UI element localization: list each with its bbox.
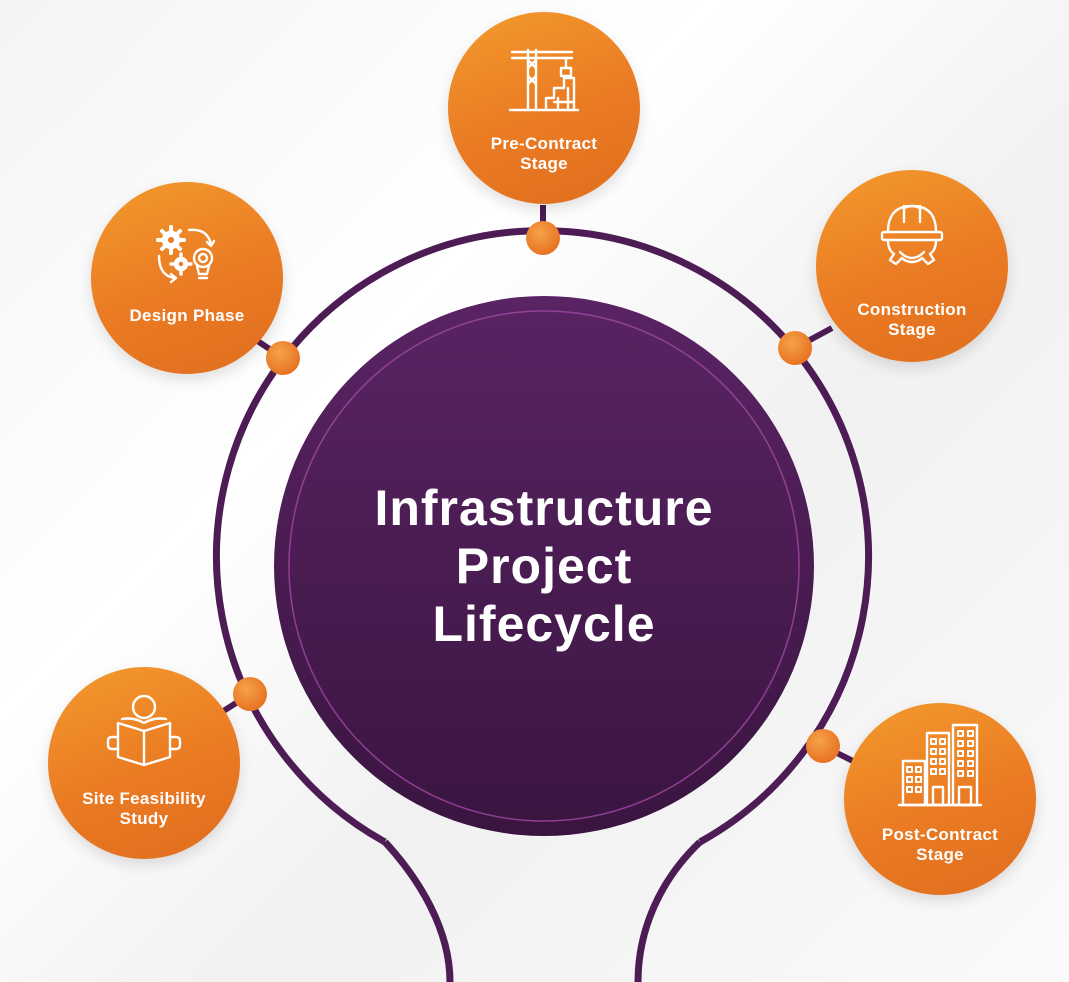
stage-node-construction: Construction Stage (816, 170, 1008, 362)
buildings-icon (897, 723, 983, 807)
reader-book-icon (106, 694, 182, 767)
stage-node-design: Design Phase (91, 182, 283, 374)
stage-node-site-feasibility: Site Feasibility Study (48, 667, 240, 859)
center-title-line-2: Project (455, 538, 633, 594)
center-title: Infrastructure Project Lifecycle (274, 296, 814, 836)
ring-right-leg (634, 839, 703, 982)
center-title-line-1: Infrastructure (374, 480, 714, 536)
stage-node-post-contract: Post-Contract Stage (844, 703, 1036, 895)
center-inner-ring (288, 310, 800, 822)
stage-label-post-contract-line-1: Post-Contract (881, 825, 999, 844)
hard-hat-gear-icon (880, 204, 944, 266)
center-circle (274, 296, 814, 836)
ring-dot-site-feasibility (233, 677, 267, 711)
stage-label-site-feasibility-line-2: Study (119, 809, 169, 828)
stage-label-post-contract-line-2: Stage (916, 845, 964, 864)
stage-label-construction-line-2: Stage (888, 320, 936, 339)
ring-dot-construction (778, 331, 812, 365)
center-title-line-3: Lifecycle (432, 596, 656, 652)
ring-dot-pre-contract (526, 221, 560, 255)
stage-label-pre-contract-line-2: Stage (520, 154, 568, 173)
gears-bulb-icon (156, 225, 216, 284)
stage-node-pre-contract: Pre-Contract Stage (448, 12, 640, 204)
stage-label-design: Design Phase (129, 306, 245, 325)
ring-dot-post-contract (806, 729, 840, 763)
ring-left-leg (382, 839, 454, 982)
ring-dot-design (266, 341, 300, 375)
crane-building-icon (508, 48, 580, 112)
stage-label-site-feasibility-line-1: Site Feasibility (82, 789, 206, 808)
stage-label-construction-line-1: Construction (857, 300, 967, 319)
stage-label-pre-contract-line-1: Pre-Contract (490, 134, 598, 153)
